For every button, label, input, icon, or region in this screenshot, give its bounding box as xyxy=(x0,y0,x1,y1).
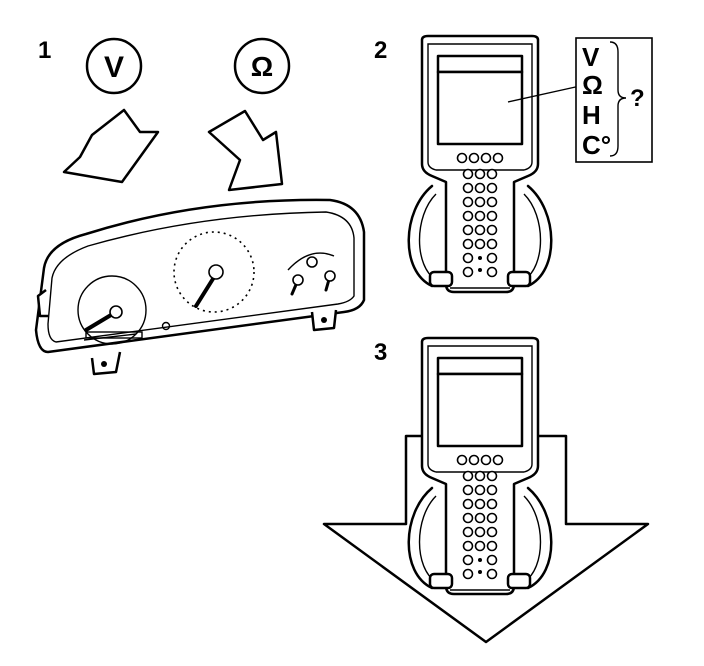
ohmmeter-symbol: Ω xyxy=(233,37,291,95)
step-3-label: 3 xyxy=(374,339,387,366)
ohm-circle-icon xyxy=(233,37,291,95)
down-arrow-icon-2 xyxy=(207,109,284,192)
step-2-label: 2 xyxy=(374,37,387,64)
callout-box xyxy=(575,37,653,163)
callout-item-hertz: H xyxy=(582,100,601,130)
ohm-symbol-text: Ω xyxy=(251,51,273,82)
callout-item-volts: V xyxy=(582,42,600,72)
callout-question-mark: ? xyxy=(630,85,645,112)
callout-item-ohms: Ω xyxy=(582,70,603,100)
instrument-cluster-icon xyxy=(34,198,366,376)
step-1-label: 1 xyxy=(38,37,51,64)
brace-icon xyxy=(609,41,627,157)
callout-item-celsius: C° xyxy=(582,130,611,160)
voltmeter-symbol: V xyxy=(85,37,143,95)
volt-symbol-text: V xyxy=(104,51,124,84)
scan-tool-icon xyxy=(407,34,553,294)
volt-circle-icon xyxy=(85,37,143,95)
down-arrow-icon xyxy=(62,108,160,184)
callout-leader-line xyxy=(507,85,581,103)
